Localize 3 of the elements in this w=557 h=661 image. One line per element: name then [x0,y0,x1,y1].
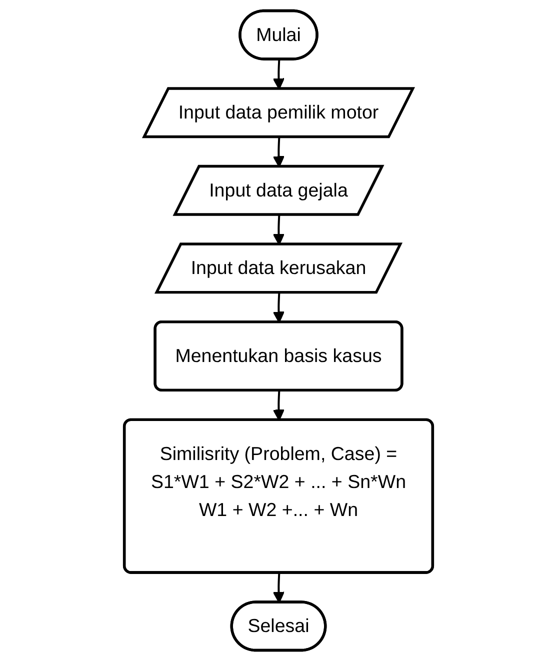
arrow [272,390,285,421]
arrow [272,292,285,323]
arrow [272,573,285,604]
